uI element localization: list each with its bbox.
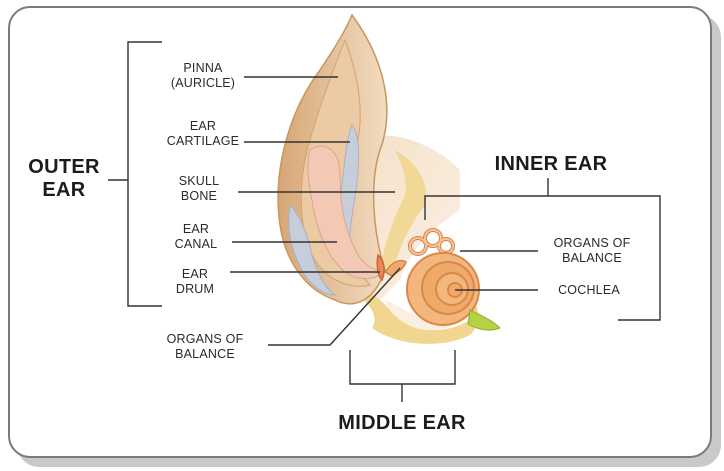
ear-drum-label: EAR DRUM [162, 267, 228, 297]
auditory-nerve-shape [468, 310, 500, 330]
ear-canal-label-line1: EAR [162, 222, 230, 237]
pinna-label-line2: (AURICLE) [165, 76, 241, 91]
ear-canal-label: EAR CANAL [162, 222, 230, 252]
ear-cartilage-label-line2: CARTILAGE [162, 134, 244, 149]
pinna-label: PINNA (AURICLE) [165, 61, 241, 91]
skull-bone-label-line1: SKULL [162, 174, 236, 189]
ear-cartilage-label-line1: EAR [162, 119, 244, 134]
outer-ear-label-line2: EAR [22, 179, 106, 202]
skull-bone-label-line2: BONE [162, 189, 236, 204]
inner-ear-label: INNER EAR [478, 153, 624, 176]
cochlea-label: COCHLEA [544, 283, 634, 298]
organs-of-balance-left-line1: ORGANS OF [146, 332, 264, 347]
ear-drum-label-line1: EAR [162, 267, 228, 282]
organs-of-balance-right-label: ORGANS OF BALANCE [540, 236, 644, 266]
skull-bone-label: SKULL BONE [162, 174, 236, 204]
cochlea-shape [407, 253, 479, 325]
pinna-label-line1: PINNA [165, 61, 241, 76]
organs-of-balance-right-line2: BALANCE [540, 251, 644, 266]
ear-drum-label-line2: DRUM [162, 282, 228, 297]
outer-ear-label-line1: OUTER [22, 156, 106, 179]
outer-ear-label: OUTER EAR [22, 156, 106, 202]
middle-ear-label: MIDDLE EAR [326, 412, 478, 435]
organs-of-balance-right-line1: ORGANS OF [540, 236, 644, 251]
organs-of-balance-left-line2: BALANCE [146, 347, 264, 362]
ear-cartilage-label: EAR CARTILAGE [162, 119, 244, 149]
ear-canal-label-line2: CANAL [162, 237, 230, 252]
organs-of-balance-left-label: ORGANS OF BALANCE [146, 332, 264, 362]
